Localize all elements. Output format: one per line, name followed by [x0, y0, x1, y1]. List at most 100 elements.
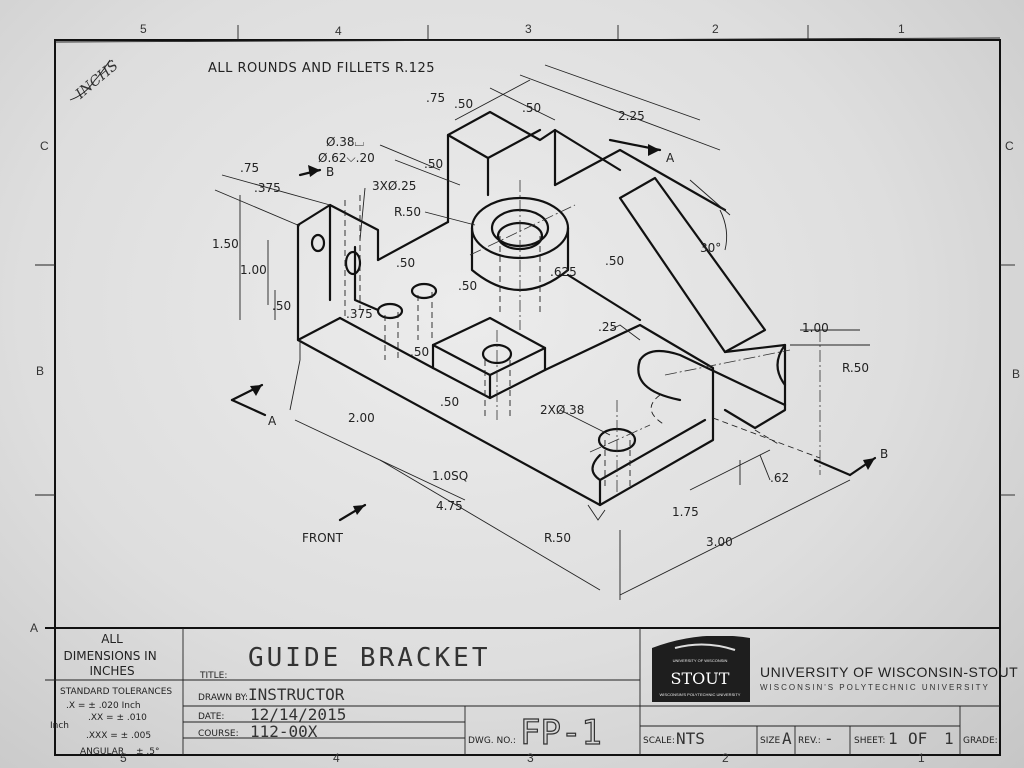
dim-100-right: 1.00 — [802, 321, 829, 335]
logo-top-text: UNIVERSITY OF WISCONSIN — [673, 658, 728, 663]
border-top-inner — [54, 37, 1001, 43]
tolerance-unit: Inch — [50, 721, 69, 731]
dim-050-top-2: .50 — [522, 101, 541, 115]
tolerance-x: .X = ± .020 Inch — [66, 701, 141, 711]
section-label-a-top: A — [666, 151, 675, 165]
university-name: UNIVERSITY OF WISCONSIN-STOUT — [760, 664, 1018, 680]
dim-475: 4.75 — [436, 499, 463, 513]
tolerances-header: STANDARD TOLERANCES — [60, 687, 172, 697]
dim-050-top-1: .50 — [454, 97, 473, 111]
units-note-text: DIMENSIONS IN — [63, 649, 156, 663]
university-subtitle: WISCONSIN'S POLYTECHNIC UNIVERSITY — [760, 683, 990, 692]
sheet-label: SHEET: — [854, 736, 885, 746]
zone-top-2: 2 — [712, 22, 719, 36]
dim-050-left: .50 — [272, 299, 291, 313]
dwg-no-label: DWG. NO.: — [468, 736, 516, 746]
zone-left-a: A — [30, 621, 38, 635]
handwritten-underline — [69, 59, 111, 101]
zone-top-4: 4 — [335, 24, 342, 38]
dim-025: .25 — [598, 320, 617, 334]
drawing-title: GUIDE BRACKET — [248, 643, 491, 673]
rev-label: REV.: — [798, 736, 821, 746]
sheet-of-label: OF — [908, 729, 927, 748]
dim-225: 2.25 — [618, 109, 645, 123]
dim-r050-top: R.50 — [394, 205, 421, 219]
drawn-by-label: DRAWN BY: — [198, 693, 248, 703]
view-label-front: FRONT — [302, 531, 344, 545]
logo-name: STOUT — [671, 669, 730, 688]
scale-label: SCALE: — [643, 736, 675, 746]
zone-left-b: B — [36, 364, 44, 378]
dim-050-c3: .50 — [605, 254, 624, 268]
tolerance-angular-value: ± .5° — [136, 747, 160, 757]
handwritten-units-note: INCHS — [72, 58, 122, 103]
dim-r050-bottom: R.50 — [544, 531, 571, 545]
dim-100-left: 1.00 — [240, 263, 267, 277]
dim-0375-left: .375 — [254, 181, 281, 195]
university-logo — [652, 635, 750, 702]
dim-050-c2: .50 — [458, 279, 477, 293]
section-label-b-top: B — [326, 165, 334, 179]
sheet-border — [54, 39, 1001, 756]
zone-bottom-2: 2 — [722, 751, 729, 765]
zone-right-c: C — [1005, 139, 1014, 153]
dwg-no-value: FP-1 — [520, 713, 602, 753]
dimension-lines — [214, 64, 870, 600]
rev-value: - — [824, 729, 834, 748]
zone-right-b: B — [1012, 367, 1020, 381]
tolerance-angular-label: ANGULAR — [80, 747, 124, 757]
sheet-total: 1 — [944, 729, 954, 748]
zone-bottom-1: 1 — [918, 751, 925, 765]
dim-10-sq: 1.0SQ — [432, 469, 468, 483]
dim-075-left: .75 — [240, 161, 259, 175]
zone-top-3: 3 — [525, 22, 532, 36]
hidden-lines — [344, 195, 781, 490]
units-note-line1: ALL — [101, 632, 123, 646]
dim-0375-c: .375 — [346, 307, 373, 321]
zone-top-1: 1 — [898, 22, 905, 36]
drawn-by-value: INSTRUCTOR — [248, 685, 345, 704]
general-note: ALL ROUNDS AND FILLETS R.125 — [208, 61, 435, 76]
course-label: COURSE: — [198, 729, 239, 739]
dim-150: 1.50 — [212, 237, 239, 251]
course-value: 112-00X — [250, 722, 318, 741]
zone-bottom-3: 3 — [527, 751, 534, 765]
tolerance-xxx: .XXX = ± .005 — [86, 731, 151, 741]
dim-2x-dia-038: 2XØ.38 — [540, 403, 584, 417]
title-label: TITLE: — [199, 671, 227, 681]
tolerance-xx: .XX = ± .010 — [88, 713, 147, 723]
dim-dia-062: Ø.62⌵.20 — [318, 151, 375, 165]
dim-300: 3.00 — [706, 535, 733, 549]
zone-left-c: C — [40, 139, 49, 153]
section-label-a-left: A — [268, 414, 277, 428]
grade-label: GRADE: — [963, 736, 998, 746]
title-block-grid — [45, 627, 1000, 755]
logo-bottom-text: WISCONSIN'S POLYTECHNIC UNIVERSITY — [660, 692, 741, 697]
zone-top-5: 5 — [140, 22, 147, 36]
dim-050-c1: .50 — [396, 256, 415, 270]
units-note: DIMENSIONS IN INCHES — [63, 649, 160, 678]
dim-050-mid: .50 — [424, 157, 443, 171]
size-label: SIZE — [760, 736, 781, 746]
section-label-b-right: B — [880, 447, 888, 461]
dim-30-deg: 30° — [700, 241, 721, 255]
zone-ticks — [35, 25, 1015, 496]
center-lines — [469, 180, 821, 495]
dim-r050-right: R.50 — [842, 361, 869, 375]
size-value: A — [782, 729, 792, 748]
zone-bottom-4: 4 — [333, 751, 340, 765]
date-label: DATE: — [198, 712, 224, 722]
scale-value: NTS — [676, 729, 705, 748]
dim-3x-dia-025: 3XØ.25 — [372, 179, 416, 193]
cutting-plane-arrows — [230, 138, 877, 522]
units-note-line3: INCHES — [89, 664, 134, 678]
zone-bottom-5: 5 — [120, 751, 127, 765]
dim-200: 2.00 — [348, 411, 375, 425]
dim-062: .62 — [770, 471, 789, 485]
date-value: 12/14/2015 — [250, 705, 346, 724]
dim-0625: .625 — [550, 265, 577, 279]
dim-175: 1.75 — [672, 505, 699, 519]
dim-dia-038: Ø.38⌴ — [326, 135, 364, 149]
